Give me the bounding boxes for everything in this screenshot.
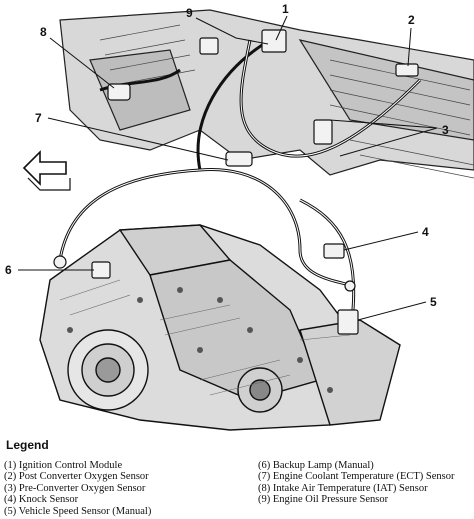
legend-item: (4) Knock Sensor [4, 494, 79, 506]
legend-item: (7) Engine Coolant Temperature (ECT) Sen… [258, 471, 455, 483]
legend-column-left: (1) Ignition Control Module (2) Post Con… [4, 460, 151, 517]
legend-item: (1) Ignition Control Module [4, 460, 123, 471]
callout-4: 4 [422, 225, 429, 239]
legend-item: (5) Vehicle Speed Sensor (Manual) [4, 505, 152, 517]
legend-item: (8) Intake Air Temperature (IAT) Sensor [258, 482, 428, 494]
ect-sensor [225, 151, 253, 167]
post-converter-oxygen-sensor [395, 63, 419, 77]
callout-8: 8 [40, 25, 47, 39]
oil-pressure-sensor [199, 37, 219, 55]
callout-9: 9 [186, 6, 193, 20]
callout-7: 7 [35, 111, 42, 125]
housing-bolts [67, 287, 333, 393]
knock-sensor [323, 243, 345, 259]
ignition-control-module [261, 29, 287, 53]
callout-1: 1 [282, 2, 289, 16]
legend-item: (6) Backup Lamp (Manual) [258, 460, 374, 471]
engine-sensor-diagram: 1 2 3 4 5 6 7 8 9 [5, 2, 474, 431]
callout-3: 3 [442, 123, 449, 137]
direction-arrow [22, 150, 71, 191]
housing-texture [59, 279, 351, 396]
legend-column-right: (6) Backup Lamp (Manual) (7) Engine Cool… [258, 460, 454, 506]
legend-item: (9) Engine Oil Pressure Sensor [258, 494, 389, 506]
pre-converter-oxygen-sensor [313, 119, 333, 145]
callout-5: 5 [430, 295, 437, 309]
engine-upper-body [59, 9, 474, 176]
callout-6: 6 [5, 263, 12, 277]
backup-lamp-switch [91, 261, 111, 279]
legend: Legend (1) Ignition Control Module (2) P… [4, 438, 470, 518]
vehicle-speed-sensor [337, 309, 359, 335]
callout-2: 2 [408, 13, 415, 27]
transaxle-housing [39, 224, 401, 431]
legend-item: (3) Pre-Converter Oxygen Sensor [4, 482, 146, 494]
harness-inner [59, 39, 421, 321]
leader-lines [18, 15, 438, 321]
legend-item: (2) Post Converter Oxygen Sensor [4, 471, 149, 483]
legend-title: Legend [6, 438, 49, 452]
